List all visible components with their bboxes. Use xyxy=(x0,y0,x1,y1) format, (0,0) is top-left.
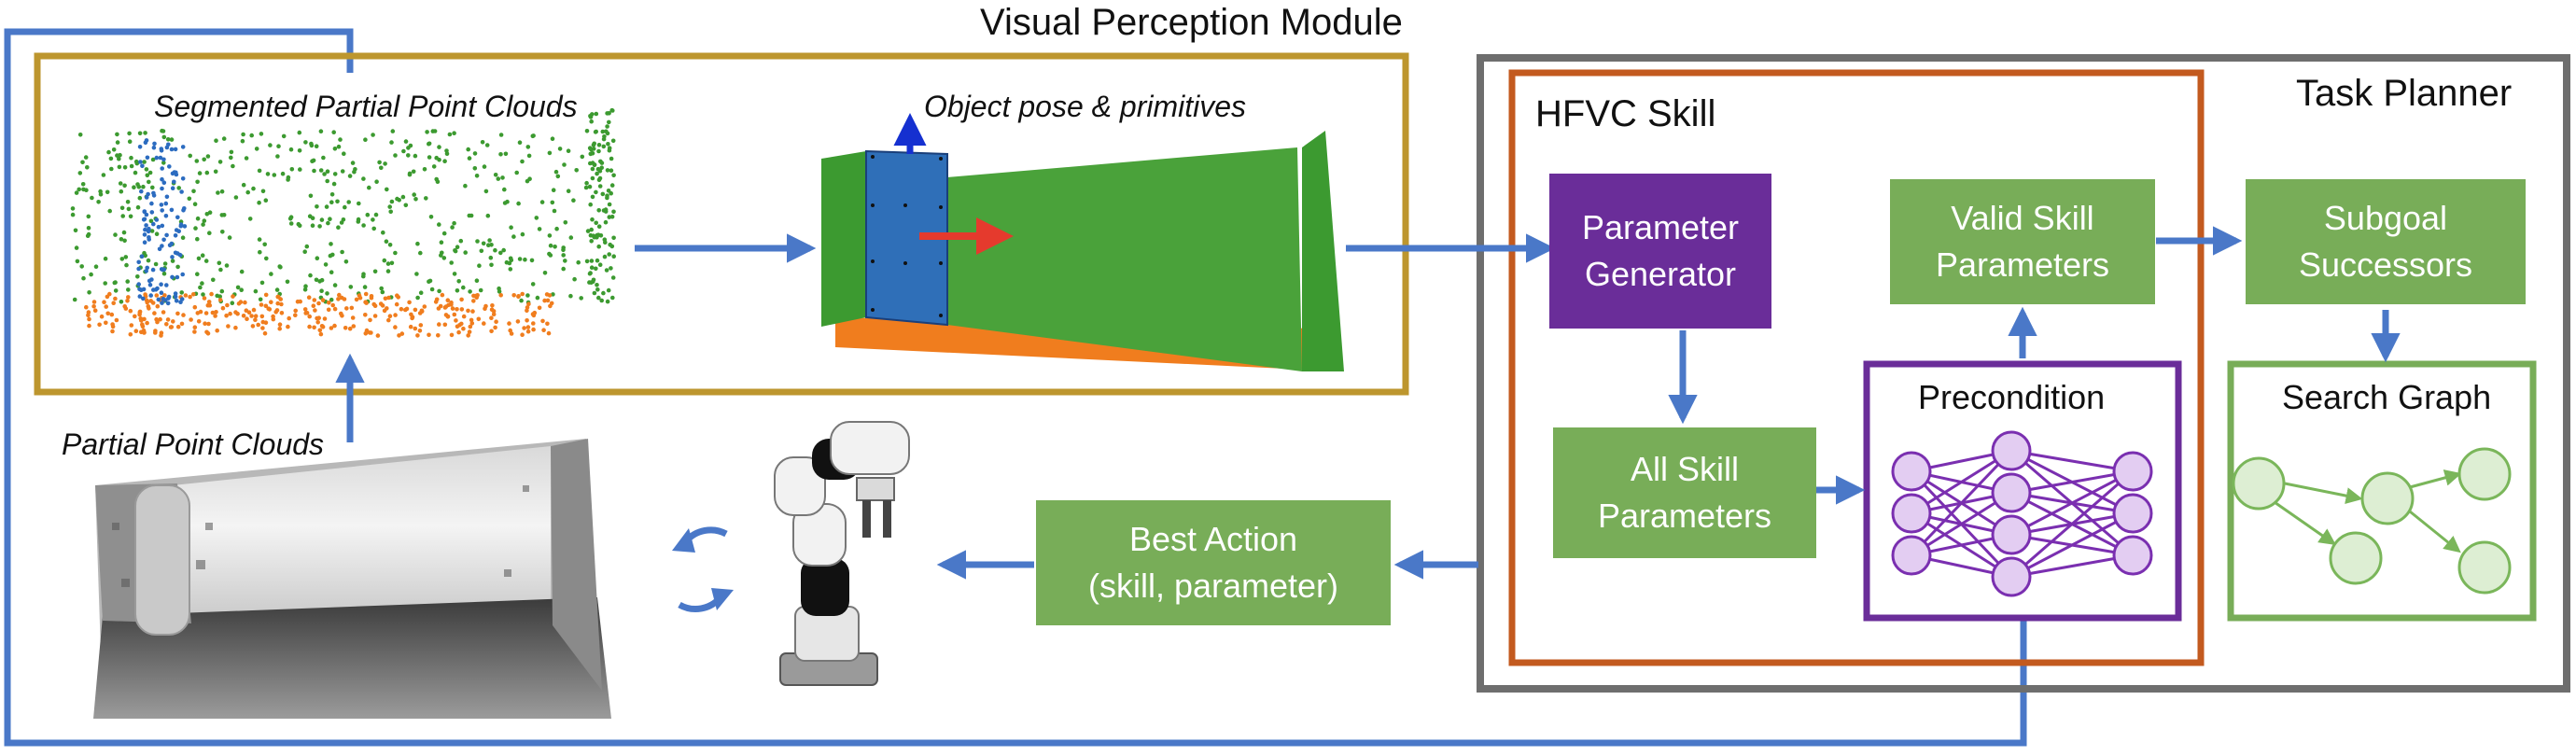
graph-network-icon xyxy=(2232,447,2512,595)
best-action-box: Best Action (skill, parameter) xyxy=(1036,500,1391,625)
all-skill-parameters-line-1: All Skill xyxy=(1630,450,1739,488)
object-pose-box xyxy=(865,149,948,327)
task-planner-frame xyxy=(1477,54,2570,693)
flow-arrows xyxy=(335,226,2401,580)
partial-point-cloud-render xyxy=(93,439,611,719)
task-planner-title: Task Planner xyxy=(2296,73,2513,114)
feedback-loop-line xyxy=(4,28,2027,747)
all-skill-parameters-line-2: Parameters xyxy=(1597,497,1772,535)
search-graph-label: Search Graph xyxy=(2282,378,2492,416)
visual-perception-title: Visual Perception Module xyxy=(980,2,1403,43)
valid-skill-parameters-line-2: Parameters xyxy=(1935,245,2110,284)
parameter-generator-line-2: Generator xyxy=(1584,255,1737,293)
point-cloud-blue-points xyxy=(136,138,188,306)
best-action-line-1: Best Action xyxy=(1128,520,1298,558)
subgoal-successors-line-2: Successors xyxy=(2298,245,2473,284)
partial-point-cloud-label: Partial Point Clouds xyxy=(62,427,325,461)
parameter-generator-line-1: Parameter xyxy=(1581,208,1740,246)
point-cloud-green-points xyxy=(70,107,616,306)
hfvc-skill-title: HFVC Skill xyxy=(1535,93,1716,134)
subgoal-successors-line-1: Subgoal xyxy=(2323,199,2448,237)
precondition-label: Precondition xyxy=(1918,378,2106,416)
object-pose-label: Object pose & primitives xyxy=(924,90,1247,123)
robot-arm-icon xyxy=(774,421,910,686)
neural-network-icon xyxy=(1891,430,2153,597)
segmented-point-cloud-label: Segmented Partial Point Clouds xyxy=(154,90,578,123)
point-cloud-orange-points xyxy=(84,291,554,338)
best-action-line-2: (skill, parameter) xyxy=(1087,567,1339,605)
hfvc-skill-frame xyxy=(1508,69,2205,666)
valid-skill-parameters-line-1: Valid Skill xyxy=(1951,199,2094,237)
perception-module-frame xyxy=(34,52,1409,396)
object-primitives-render xyxy=(821,113,1344,371)
